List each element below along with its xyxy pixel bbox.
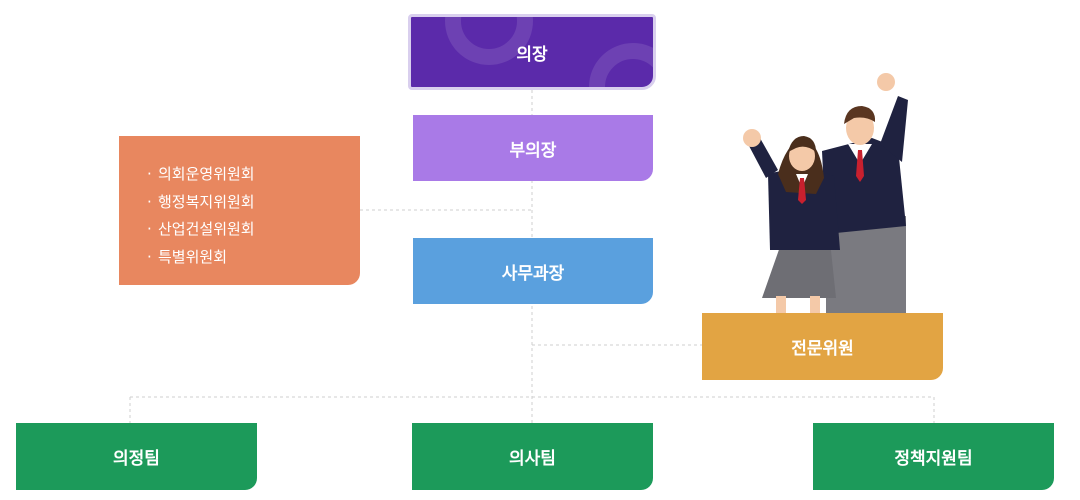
students-illustration	[743, 73, 908, 316]
team-label: 의사팀	[509, 449, 556, 469]
experts-label: 전문위원	[791, 339, 854, 359]
boy-figure	[822, 73, 908, 314]
team-box: 의정팀	[16, 423, 257, 490]
experts-box: 전문위원	[702, 313, 943, 380]
decor-circle	[589, 43, 653, 87]
girl-figure	[743, 129, 840, 316]
team-box: 정책지원팀	[813, 423, 1054, 490]
team-label: 정책지원팀	[894, 449, 973, 469]
team-box: 의사팀	[412, 423, 653, 490]
committee-item: 의회운영위원회	[147, 161, 255, 189]
secretary-chief-label: 사무과장	[501, 263, 565, 284]
vice-chair-box: 부의장	[413, 115, 653, 181]
committee-list: 의회운영위원회 행정복지위원회 산업건설위원회 특별위원회	[119, 136, 255, 271]
committee-item: 행정복지위원회	[147, 189, 255, 217]
committee-item: 산업건설위원회	[147, 216, 255, 244]
chair-label: 의장	[516, 44, 548, 65]
committee-item: 특별위원회	[147, 244, 255, 272]
chair-box: 의장	[408, 14, 656, 90]
team-label: 의정팀	[113, 449, 160, 469]
secretary-chief-box: 사무과장	[413, 238, 653, 304]
vice-chair-label: 부의장	[509, 140, 557, 161]
committees-box: 의회운영위원회 행정복지위원회 산업건설위원회 특별위원회	[119, 136, 360, 285]
